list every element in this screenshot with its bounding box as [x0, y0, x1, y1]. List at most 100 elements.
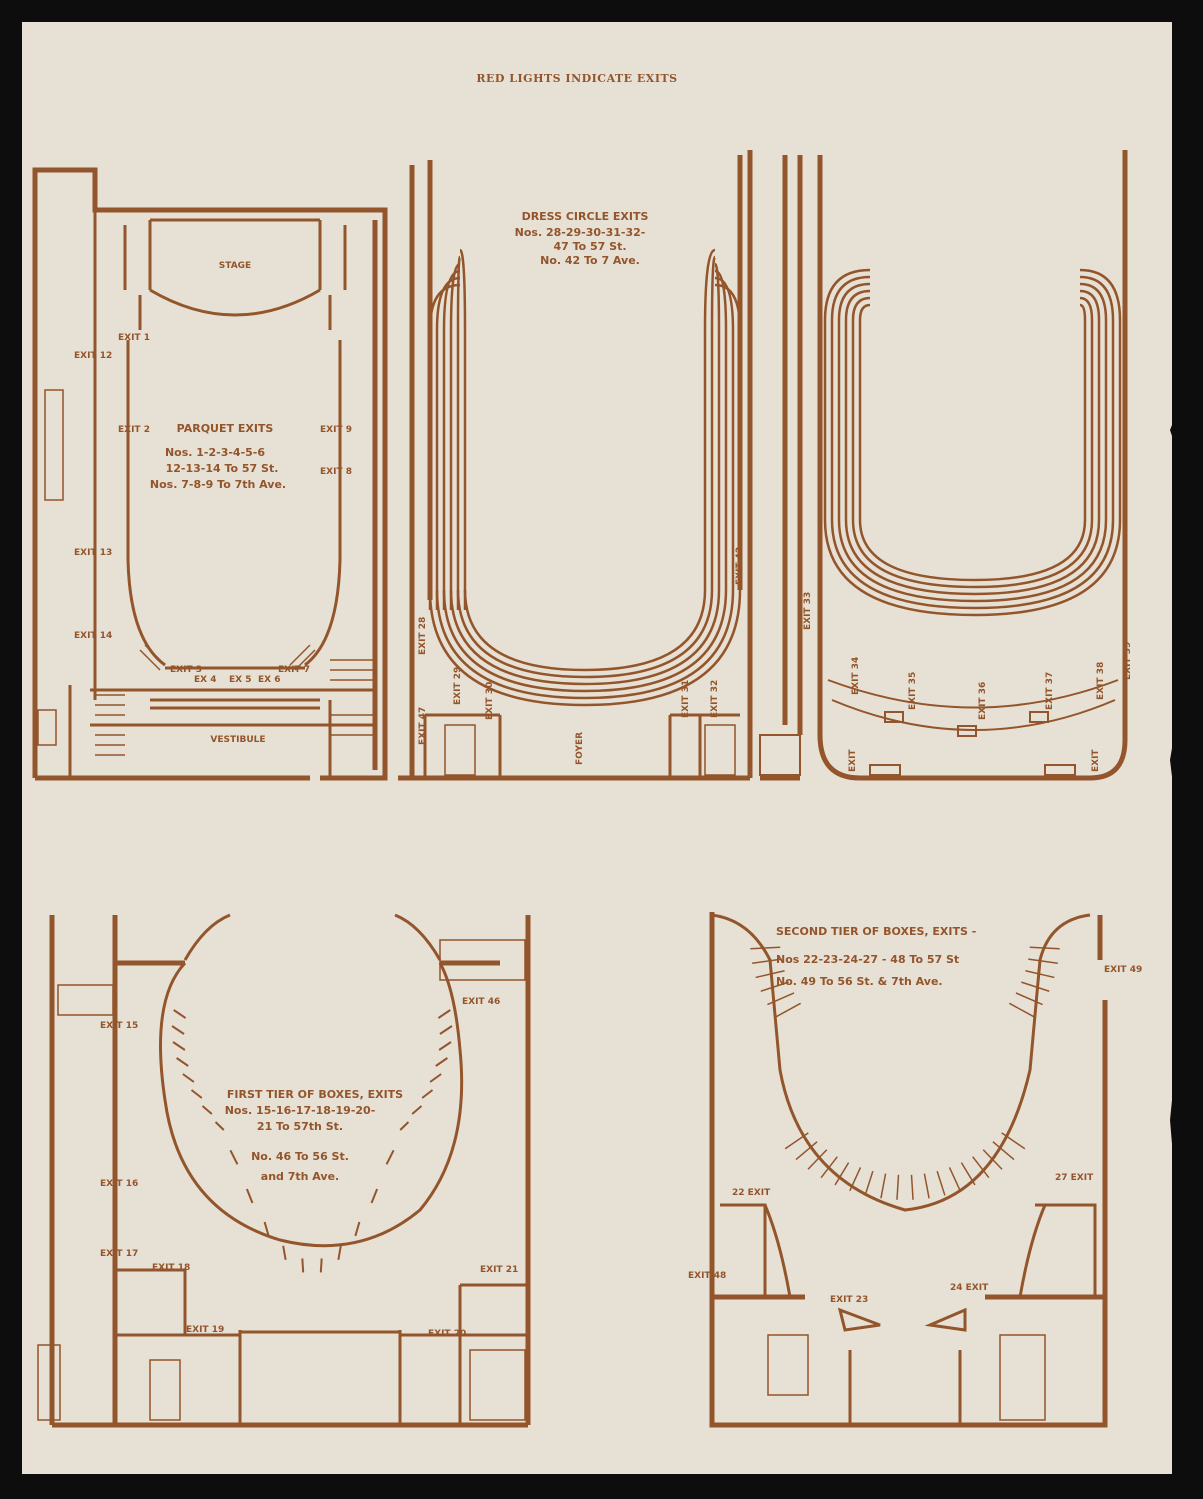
exit-38: EXIT 38: [1096, 662, 1106, 700]
first-tier-line-2: 21 To 57th St.: [257, 1120, 343, 1133]
first-tier-line-1: Nos. 15-16-17-18-19-20-: [225, 1104, 376, 1117]
box-partition: [214, 1121, 225, 1131]
exit-21: EXIT 21: [480, 1265, 518, 1275]
box-partition: [176, 1057, 189, 1067]
seating-row: [1079, 303, 1087, 520]
seating-row: [714, 269, 728, 590]
exit-left-bottom: EXIT: [848, 749, 858, 772]
box-partition: [282, 1245, 287, 1261]
box-partition: [263, 1221, 270, 1237]
seating-row: [703, 248, 716, 590]
box-partition: [750, 946, 781, 950]
balcony-plan: EXIT 33 EXIT 34 EXIT 35 EXIT 36 EXIT 37 …: [759, 150, 1133, 781]
box-partition: [960, 1162, 976, 1186]
seating-row: [851, 296, 871, 520]
box-partition: [1008, 1002, 1035, 1018]
seating-row: [830, 275, 871, 520]
exit-30: EXIT 30: [485, 682, 495, 720]
exit-5: EX 5: [229, 675, 251, 685]
exit-35: EXIT 35: [908, 672, 918, 710]
first-tier-line-4: and 7th Ave.: [261, 1170, 339, 1183]
first-tier-title: FIRST TIER OF BOXES, EXITS: [227, 1088, 403, 1101]
exit-47: EXIT 47: [418, 707, 428, 745]
exit-34: EXIT 34: [851, 657, 861, 695]
exit-8: EXIT 8: [320, 467, 352, 477]
seating-row: [442, 589, 728, 693]
seating-row: [837, 282, 871, 520]
seating-row: [1079, 275, 1115, 520]
box-partition: [910, 1174, 914, 1200]
box-partition: [319, 1258, 323, 1273]
seating-row: [823, 268, 871, 520]
seating-row: [1079, 296, 1094, 520]
exit-29: EXIT 29: [453, 667, 463, 705]
exit-37: EXIT 37: [1045, 672, 1055, 710]
seating-row: [458, 248, 467, 610]
box-partition: [923, 1173, 930, 1199]
exit-36: EXIT 36: [978, 682, 988, 720]
box-partition: [972, 1156, 990, 1179]
exit-33: EXIT 33: [803, 592, 813, 630]
box-partition: [201, 1105, 213, 1115]
box-partition: [760, 981, 789, 992]
seating-row: [428, 589, 742, 707]
box-partition: [807, 1149, 828, 1170]
first-tier-line-3: No. 46 To 56 St.: [251, 1150, 349, 1163]
box-partition: [834, 1162, 850, 1186]
seating-row: [713, 262, 721, 590]
box-partition: [795, 1141, 818, 1161]
seating-row: [858, 303, 871, 520]
box-partition: [1029, 946, 1060, 950]
exit-19: EXIT 19: [186, 1325, 224, 1335]
exit-24: 24 EXIT: [950, 1283, 989, 1293]
box-partition: [438, 1041, 452, 1051]
exit-9: EXIT 9: [320, 425, 352, 435]
dress-circle-line-3: No. 42 To 7 Ave.: [540, 254, 640, 267]
box-partition: [229, 1149, 239, 1165]
foyer-label: FOYER: [575, 732, 585, 765]
dress-circle-plan: DRESS CIRCLE EXITS Nos. 28-29-30-31-32- …: [398, 150, 753, 781]
box-partition: [429, 1073, 442, 1083]
seating-row: [844, 289, 871, 520]
box-partition: [896, 1174, 900, 1200]
box-partition: [992, 1141, 1015, 1161]
seating-row: [1079, 289, 1101, 520]
box-partition: [411, 1105, 423, 1115]
box-partition: [370, 1188, 379, 1204]
box-partition: [385, 1149, 395, 1165]
box-partition: [936, 1170, 946, 1196]
exit-17: EXIT 17: [100, 1249, 138, 1259]
exit-13: EXIT 13: [74, 548, 112, 558]
box-partition: [399, 1121, 410, 1131]
exit-31: EXIT 31: [681, 680, 691, 718]
second-tier-title: SECOND TIER OF BOXES, EXITS -: [776, 925, 976, 938]
second-tier-line-2: No. 49 To 56 St. & 7th Ave.: [776, 975, 943, 988]
seating-row: [435, 589, 735, 700]
box-partition: [182, 1073, 195, 1083]
exit-23: EXIT 23: [830, 1295, 868, 1305]
box-partition: [784, 1132, 809, 1150]
exit-14: EXIT 14: [74, 631, 112, 641]
exit-7: EXIT 7: [278, 665, 310, 675]
seating-row: [837, 519, 1108, 603]
dress-circle-line-1: Nos. 28-29-30-31-32-: [515, 226, 646, 239]
box-partition: [435, 1057, 448, 1067]
box-partition: [1015, 992, 1043, 1006]
box-partition: [1025, 970, 1055, 979]
stage-label: STAGE: [219, 261, 251, 271]
exit-49: EXIT 49: [1104, 965, 1142, 975]
exit-16: EXIT 16: [100, 1179, 138, 1189]
box-partition: [437, 1009, 451, 1019]
dress-circle-title: DRESS CIRCLE EXITS: [522, 210, 649, 223]
seating-row: [435, 276, 461, 610]
first-tier-plan: FIRST TIER OF BOXES, EXITS Nos. 15-16-17…: [37, 913, 531, 1428]
exit-22: 22 EXIT: [732, 1188, 771, 1198]
box-partition: [775, 1002, 801, 1018]
parquet-line-2: 12-13-14 To 57 St.: [166, 462, 279, 475]
exit-27: 27 EXIT: [1055, 1173, 1094, 1183]
box-partition: [820, 1156, 838, 1179]
seating-row: [442, 269, 461, 610]
seating-row: [449, 589, 721, 686]
seating-row: [823, 519, 1122, 617]
